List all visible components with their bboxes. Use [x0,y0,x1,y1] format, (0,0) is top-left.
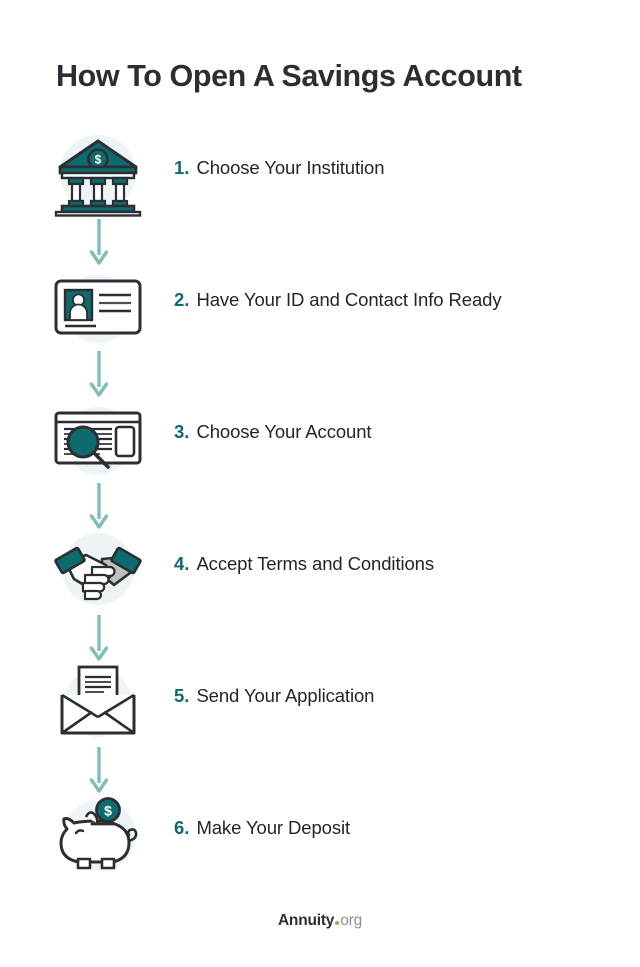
step-number-2: 2. [174,289,190,310]
steps-list: $ 1. Choose Your Institution [0,127,640,919]
step-label-1: Choose Your Institution [196,157,385,178]
svg-text:$: $ [95,153,102,167]
logo-tld-text: org [340,912,363,929]
bank-icon: $ [52,127,144,219]
step-item-1: $ 1. Choose Your Institution [0,127,640,265]
handshake-icon [52,523,144,615]
envelope-icon [52,655,144,747]
step-text-2: 2. Have Your ID and Contact Info Ready [174,289,624,311]
logo-dot-icon [335,921,340,925]
step-text-5: 5. Send Your Application [174,685,624,707]
step-label-4: Accept Terms and Conditions [196,553,435,574]
step-label-5: Send Your Application [196,685,375,706]
step-number-5: 5. [174,685,190,706]
arrow-down-icon [88,747,110,795]
page-title: How To Open A Savings Account [56,59,522,94]
step-number-4: 4. [174,553,190,574]
arrow-down-icon [88,219,110,267]
step-label-2: Have Your ID and Contact Info Ready [196,289,502,310]
step-text-6: 6. Make Your Deposit [174,817,624,839]
step-text-1: 1. Choose Your Institution [174,157,624,179]
step-number-3: 3. [174,421,190,442]
step-text-3: 3. Choose Your Account [174,421,624,443]
document-magnifier-icon [52,391,144,483]
id-card-icon [52,259,144,351]
step-text-4: 4. Accept Terms and Conditions [174,553,624,575]
piggy-bank-icon: $ [52,787,144,879]
footer-logo: Annuity org [0,912,640,930]
step-item-2: 2. Have Your ID and Contact Info Ready [0,259,640,397]
logo-brand-text: Annuity [277,912,335,929]
arrow-down-icon [88,615,110,663]
arrow-down-icon [88,483,110,531]
step-item-5: 5. Send Your Application [0,655,640,793]
step-item-4: 4. Accept Terms and Conditions [0,523,640,661]
step-number-6: 6. [174,817,190,838]
svg-text:$: $ [104,803,112,819]
step-label-3: Choose Your Account [196,421,372,442]
step-item-3: 3. Choose Your Account [0,391,640,529]
arrow-down-icon [88,351,110,399]
step-number-1: 1. [174,157,190,178]
step-item-6: $ 6. Make Your Deposit [0,787,640,919]
step-label-6: Make Your Deposit [196,817,351,838]
